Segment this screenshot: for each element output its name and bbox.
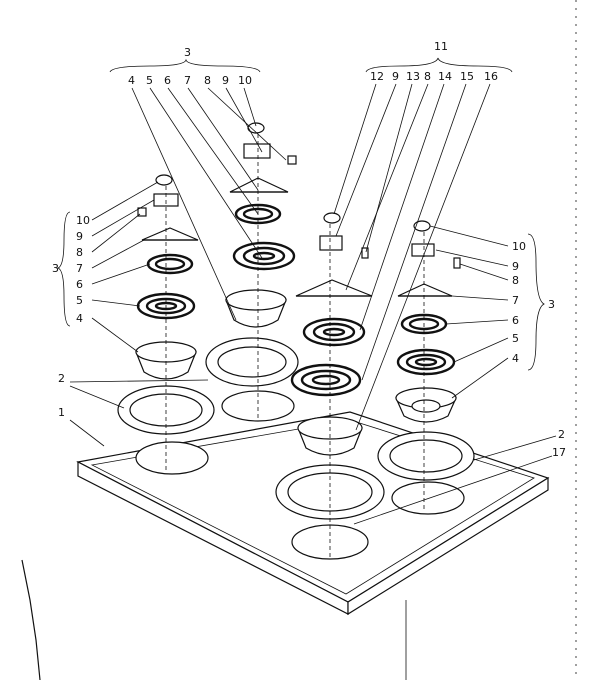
callout-top-left-5: 8: [204, 74, 211, 87]
callout-right-5: 6: [512, 314, 519, 327]
callout-left-5: 6: [76, 278, 83, 291]
callout-right-1: 10: [512, 240, 526, 253]
callout-group-lower: 2 1 2 17: [58, 372, 566, 525]
callout-left-6: 5: [76, 294, 83, 307]
callout-top-left-1: 4: [128, 74, 135, 87]
callout-top-right-1: 12: [370, 70, 384, 83]
assembly-axis-lines: [165, 134, 425, 560]
callout-left-7: 4: [76, 312, 83, 325]
trim-rings: [117, 337, 475, 520]
callout-top-right-5: 14: [438, 70, 452, 83]
callout-cooktop: 1: [58, 406, 65, 419]
callout-top-right-group: 11: [434, 40, 448, 53]
callout-top-left-7: 10: [238, 74, 252, 87]
callout-group-left-side: 3 10 9 8 7 6 5 4: [52, 181, 159, 353]
callout-trim: 17: [552, 446, 566, 459]
callout-right-3: 8: [512, 274, 519, 287]
callout-top-left-6: 9: [222, 74, 229, 87]
receptacle-blocks: [137, 143, 461, 269]
callout-right-6: 5: [512, 332, 519, 345]
callout-group-top-left: 3 4 5 6 7 8 9 10: [109, 46, 287, 321]
callout-left-1: 10: [76, 214, 90, 227]
callout-left-3: 8: [76, 246, 83, 259]
callout-group-right-side: 3 10 9 8 7 6 5 4: [429, 225, 555, 399]
drip-bowls: [135, 289, 457, 456]
callout-right-2: 9: [512, 260, 519, 273]
scan-edge-line: [21, 559, 41, 680]
callout-top-left-4: 7: [184, 74, 191, 87]
callout-right-4: 7: [512, 294, 519, 307]
callout-top-right-4: 8: [424, 70, 431, 83]
callout-top-left-group: 3: [184, 46, 191, 59]
callout-right-side-group: 3: [548, 298, 555, 311]
callout-top-left-3: 6: [164, 74, 171, 87]
callout-top-right-3: 13: [406, 70, 420, 83]
callout-top-right-2: 9: [392, 70, 399, 83]
callout-left-2: 9: [76, 230, 83, 243]
terminal-caps: [155, 122, 431, 232]
support-brackets: [141, 177, 453, 297]
surface-elements: [136, 203, 456, 397]
callout-top-right-6: 15: [460, 70, 474, 83]
callout-top-left-2: 5: [146, 74, 153, 87]
callout-group-top-right: 11 12 9 13 8 14 15 16: [333, 40, 513, 431]
callout-left-side-group: 3: [52, 262, 59, 275]
callout-left-4: 7: [76, 262, 83, 275]
callout-ring-left: 2: [58, 372, 65, 385]
callout-right-7: 4: [512, 352, 519, 365]
callout-ring-right: 2: [558, 428, 565, 441]
callout-top-right-7: 16: [484, 70, 498, 83]
